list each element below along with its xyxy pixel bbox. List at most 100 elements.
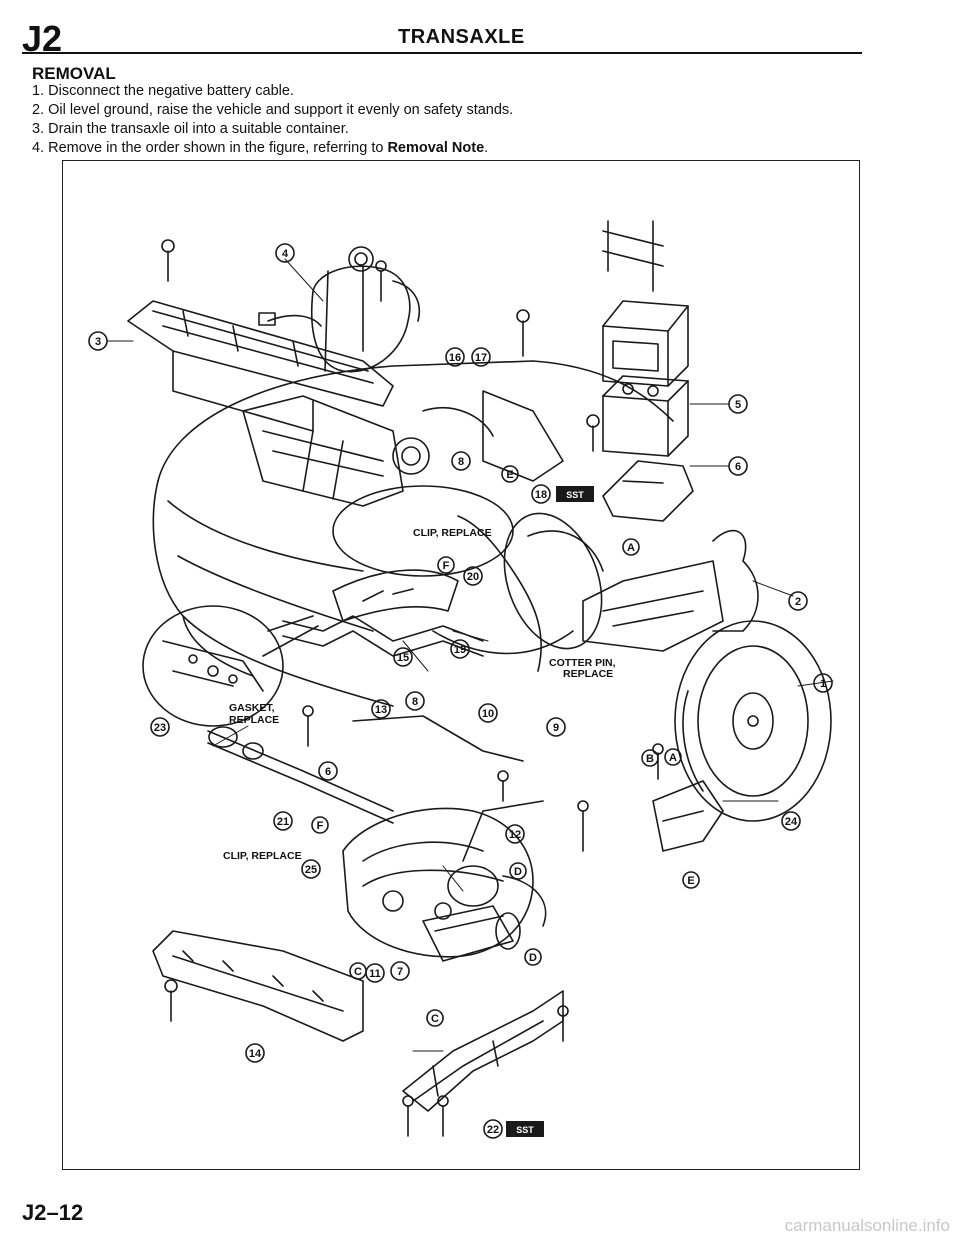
callout-9: 9 [546, 717, 566, 737]
callout-22: 22 [483, 1119, 503, 1139]
exploded-view-drawing: 1 2 3 4 5 6 6 7 8 8 9 10 11 12 13 14 15 … [88, 220, 834, 1139]
svg-text:2: 2 [795, 596, 801, 608]
svg-text:8: 8 [412, 696, 418, 708]
callout-8b: 8 [405, 691, 425, 711]
callout-6: 6 [728, 456, 748, 476]
svg-text:24: 24 [785, 816, 798, 828]
leader-lines [106, 258, 834, 1052]
svg-text:12: 12 [509, 829, 521, 841]
svg-text:23: 23 [154, 722, 166, 734]
callout-20: 20 [463, 566, 483, 586]
wheel [674, 620, 832, 822]
svg-text:4: 4 [282, 248, 289, 260]
callout-19: 19 [450, 639, 470, 659]
svg-text:C: C [354, 966, 362, 978]
callout-24: 24 [781, 811, 801, 831]
callout-5: 5 [728, 394, 748, 414]
svg-text:E: E [506, 469, 513, 481]
svg-text:F: F [317, 820, 324, 832]
marker-e-1: E [501, 465, 519, 483]
page-title: TRANSAXLE [398, 26, 525, 48]
numbered-callouts: 1 2 3 4 5 6 6 7 8 8 9 10 11 12 13 14 15 … [88, 243, 833, 1139]
svg-text:13: 13 [375, 704, 387, 716]
callout-3: 3 [88, 331, 108, 351]
lower-member [152, 930, 364, 1042]
step-4-end: . [484, 140, 489, 156]
svg-text:17: 17 [475, 352, 487, 364]
callout-15: 15 [393, 647, 413, 667]
callout-4: 4 [275, 243, 295, 263]
label-cotter-pin: COTTER PIN, [549, 657, 616, 669]
svg-text:1: 1 [820, 678, 826, 690]
watermark: carmanualsonline.info [784, 1216, 950, 1235]
callout-1: 1 [813, 673, 833, 693]
callout-8a: 8 [451, 451, 471, 471]
callout-23: 23 [150, 717, 170, 737]
svg-text:A: A [627, 542, 635, 554]
svg-text:16: 16 [449, 352, 461, 364]
step-3: 3. Drain the transaxle oil into a suitab… [32, 121, 349, 137]
exploded-view-figure: 1 2 3 4 5 6 6 7 8 8 9 10 11 12 13 14 15 … [62, 160, 860, 1170]
engine-mount [652, 780, 724, 852]
callout-21: 21 [273, 811, 293, 831]
svg-text:6: 6 [735, 461, 741, 473]
svg-text:E: E [687, 875, 694, 887]
marker-b: B [641, 749, 659, 767]
svg-text:19: 19 [454, 644, 466, 656]
callout-18: 18 [531, 484, 551, 504]
section-heading: REMOVAL [32, 64, 116, 83]
callout-2: 2 [788, 591, 808, 611]
callout-6b: 6 [318, 761, 338, 781]
svg-text:15: 15 [397, 652, 409, 664]
marker-f-2: F [311, 816, 329, 834]
upper-rail-bracket [127, 300, 394, 432]
svg-text:A: A [669, 752, 677, 764]
marker-d-2: D [524, 948, 542, 966]
marker-e-2: E [682, 871, 700, 889]
callout-10: 10 [478, 703, 498, 723]
svg-text:25: 25 [305, 864, 317, 876]
svg-text:D: D [514, 866, 522, 878]
step-4-text: 4. Remove in the order shown in the figu… [32, 140, 388, 156]
marker-a-1: A [622, 538, 640, 556]
inset-detail [142, 605, 319, 727]
starter [422, 905, 521, 962]
svg-text:8: 8 [458, 456, 464, 468]
sst-badge-1: SST [556, 486, 594, 502]
battery-assembly [602, 220, 694, 522]
marker-d-1: D [509, 862, 527, 880]
figure-labels: CLIP, REPLACE COTTER PIN, REPLACE GASKET… [223, 527, 616, 862]
callout-14: 14 [245, 1043, 265, 1063]
svg-text:D: D [529, 952, 537, 964]
svg-text:11: 11 [369, 968, 381, 980]
callout-17: 17 [471, 347, 491, 367]
fasteners [161, 239, 664, 1137]
svg-text:6: 6 [325, 766, 331, 778]
svg-text:14: 14 [249, 1048, 262, 1060]
step-1: 1. Disconnect the negative battery cable… [32, 83, 294, 99]
svg-text:C: C [431, 1013, 439, 1025]
header-rule [22, 52, 862, 54]
crossmember [402, 990, 564, 1112]
step-2: 2. Oil level ground, raise the vehicle a… [32, 102, 514, 118]
marker-f-1: F [437, 556, 455, 574]
callout-16: 16 [445, 347, 465, 367]
callout-25: 25 [301, 859, 321, 879]
callout-7: 7 [390, 961, 410, 981]
intake-manifold [242, 390, 564, 507]
reference-markers: A A B C C D D E E F F [311, 465, 700, 1027]
marker-c-1: C [349, 962, 367, 980]
page-number: J2–12 [22, 1200, 84, 1225]
marker-c-2: C [426, 1009, 444, 1027]
svg-text:7: 7 [397, 966, 403, 978]
callout-13: 13 [371, 699, 391, 719]
svg-text:9: 9 [553, 722, 559, 734]
exhaust-pipe [282, 569, 484, 657]
callout-11: 11 [365, 963, 385, 983]
svg-text:20: 20 [467, 571, 479, 583]
removal-note-reference: Removal Note [387, 140, 485, 156]
svg-text:21: 21 [277, 816, 289, 828]
label-gasket-replace: REPLACE [229, 714, 279, 726]
detail-oval [332, 485, 603, 650]
removal-steps: 1. Disconnect the negative battery cable… [32, 82, 513, 158]
